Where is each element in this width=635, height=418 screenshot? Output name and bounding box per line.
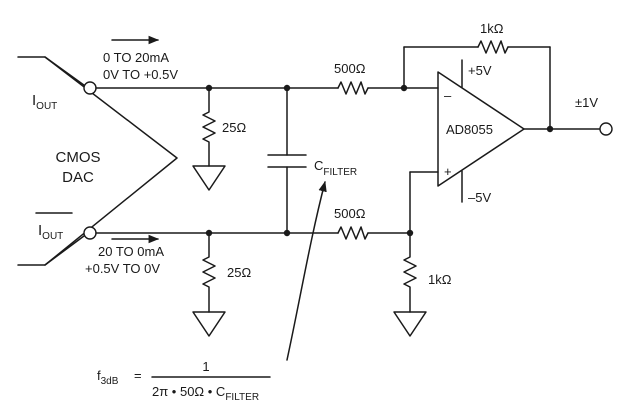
- formula-numerator: 1: [202, 359, 209, 374]
- dac-outline: [17, 56, 178, 266]
- iout-terminal: [83, 81, 97, 95]
- iout-bar-terminal: [83, 226, 97, 240]
- output-terminal: [599, 122, 613, 136]
- bottom-series-value: 500Ω: [334, 206, 366, 221]
- iout-label: IOUT: [32, 92, 57, 112]
- opamp-inverting-sign: –: [444, 88, 452, 103]
- top-shunt-ground-symbol: [192, 165, 226, 191]
- dac-label-dac: DAC: [62, 169, 94, 186]
- opamp-positive-supply-label: +5V: [468, 63, 492, 78]
- cfilter-label: CFILTER: [314, 158, 357, 178]
- feedback-resistor: [477, 40, 509, 54]
- top-voltage-label: 0V TO +0.5V: [103, 67, 178, 82]
- top-series-value: 500Ω: [334, 61, 366, 76]
- bottom-series-resistor: [337, 226, 369, 240]
- top-shunt-value: 25Ω: [222, 120, 246, 135]
- opamp-noninverting-sign: +: [444, 164, 452, 179]
- opamp-negative-supply-label: –5V: [468, 190, 491, 205]
- dac-output-lead-top: [44, 56, 89, 89]
- formula-lhs: f3dB: [97, 368, 119, 387]
- bottom-voltage-label: +0.5V TO 0V: [85, 261, 160, 276]
- opamp-body: [437, 71, 525, 187]
- bottom-current-label: 20 TO 0mA: [98, 244, 164, 259]
- top-shunt-resistor: [202, 87, 216, 167]
- formula-pointer-line: [286, 180, 327, 361]
- ground-resistor: [403, 232, 417, 313]
- bottom-shunt-ground-symbol: [192, 311, 226, 337]
- ground-resistor-ground-symbol: [393, 311, 427, 337]
- top-current-label: 0 TO 20mA: [103, 50, 169, 65]
- feedback-resistor-value: 1kΩ: [480, 21, 504, 36]
- ground-resistor-value: 1kΩ: [428, 272, 452, 287]
- dac-output-lead-bottom: [44, 232, 89, 266]
- opamp-part-number: AD8055: [446, 122, 493, 137]
- iout-bar-label: IOUT: [38, 222, 63, 242]
- bottom-shunt-value: 25Ω: [227, 265, 251, 280]
- formula-denominator: 2π • 50Ω • CFILTER: [152, 384, 259, 403]
- top-series-resistor: [337, 81, 369, 95]
- formula-equals: =: [134, 368, 142, 383]
- bottom-shunt-resistor: [202, 232, 216, 313]
- dac-label-cmos: CMOS: [56, 149, 101, 166]
- output-junction: [546, 125, 554, 133]
- output-voltage-label: ±1V: [575, 95, 598, 110]
